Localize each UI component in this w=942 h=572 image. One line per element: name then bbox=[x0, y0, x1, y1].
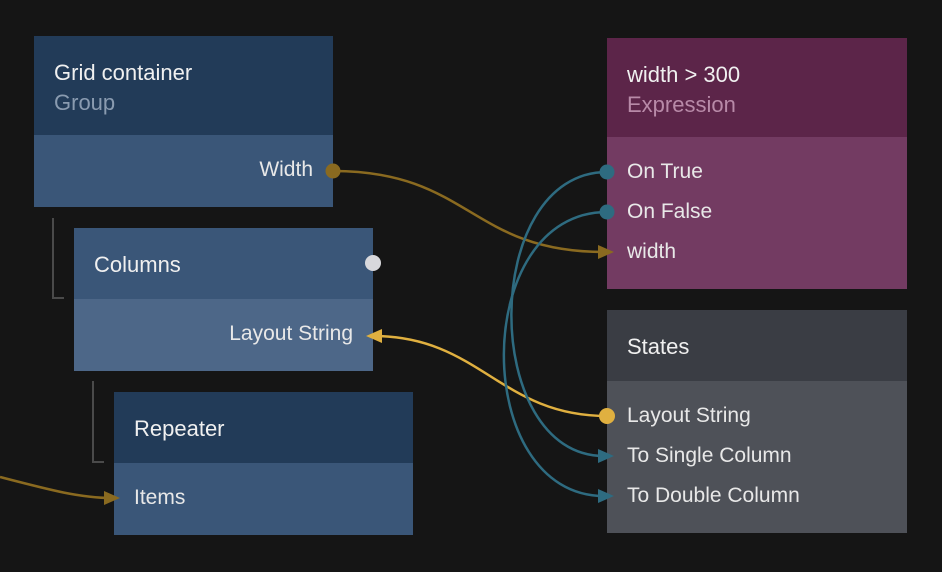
wire-items bbox=[0, 475, 113, 500]
expression-title: width > 300 bbox=[627, 62, 741, 87]
port-to-single-column[interactable]: To Single Column bbox=[607, 436, 907, 476]
states-node[interactable]: States Layout String To Single Column To… bbox=[607, 310, 907, 533]
columns-title: Columns bbox=[94, 252, 181, 277]
wire-width bbox=[332, 169, 605, 254]
expression-subtitle: Expression bbox=[627, 92, 736, 117]
port-on-true[interactable]: On True bbox=[607, 152, 907, 192]
port-on-false-label: On False bbox=[627, 200, 713, 223]
hierarchy-bracket-columns bbox=[52, 218, 64, 299]
grid-container-title: Grid container bbox=[54, 60, 193, 85]
port-columns-layout-string-label: Layout String bbox=[229, 322, 353, 345]
port-repeater-items-label: Items bbox=[134, 486, 186, 509]
repeater-header[interactable]: Repeater bbox=[114, 392, 413, 463]
port-grid-width-label: Width bbox=[259, 158, 313, 181]
expression-body: On True On False width bbox=[607, 137, 907, 289]
grid-container-node[interactable]: Grid container Group Width bbox=[34, 36, 333, 207]
expression-node[interactable]: width > 300 Expression On True On False … bbox=[607, 38, 907, 289]
grid-container-body: Width bbox=[34, 135, 333, 207]
repeater-title: Repeater bbox=[134, 416, 225, 441]
hierarchy-bracket-repeater bbox=[92, 381, 104, 463]
expression-header[interactable]: width > 300 Expression bbox=[607, 38, 907, 137]
port-expression-width-label: width bbox=[627, 240, 677, 263]
port-expression-width[interactable]: width bbox=[607, 232, 907, 272]
columns-header[interactable]: Columns bbox=[74, 228, 373, 299]
port-to-single-column-label: To Single Column bbox=[627, 444, 792, 467]
port-on-false[interactable]: On False bbox=[607, 192, 907, 232]
states-header[interactable]: States bbox=[607, 310, 907, 381]
repeater-body: Items bbox=[114, 463, 413, 535]
grid-container-subtitle: Group bbox=[54, 90, 116, 115]
states-title: States bbox=[627, 334, 690, 359]
port-repeater-items[interactable]: Items bbox=[114, 478, 413, 518]
port-to-double-column-label: To Double Column bbox=[627, 484, 800, 507]
port-states-layout-string[interactable]: Layout String bbox=[607, 396, 907, 436]
wire-on-true bbox=[510, 170, 608, 458]
repeater-node[interactable]: Repeater Items bbox=[114, 392, 413, 535]
port-on-true-label: On True bbox=[627, 160, 703, 183]
wire-on-false bbox=[502, 210, 608, 498]
port-columns-layout-string[interactable]: Layout String bbox=[74, 314, 373, 354]
port-states-layout-string-label: Layout String bbox=[627, 404, 751, 427]
states-body: Layout String To Single Column To Double… bbox=[607, 381, 907, 533]
port-grid-width[interactable]: Width bbox=[34, 150, 333, 190]
columns-body: Layout String bbox=[74, 299, 373, 371]
columns-node[interactable]: Columns Layout String bbox=[74, 228, 373, 371]
grid-container-header[interactable]: Grid container Group bbox=[34, 36, 333, 135]
port-to-double-column[interactable]: To Double Column bbox=[607, 476, 907, 516]
